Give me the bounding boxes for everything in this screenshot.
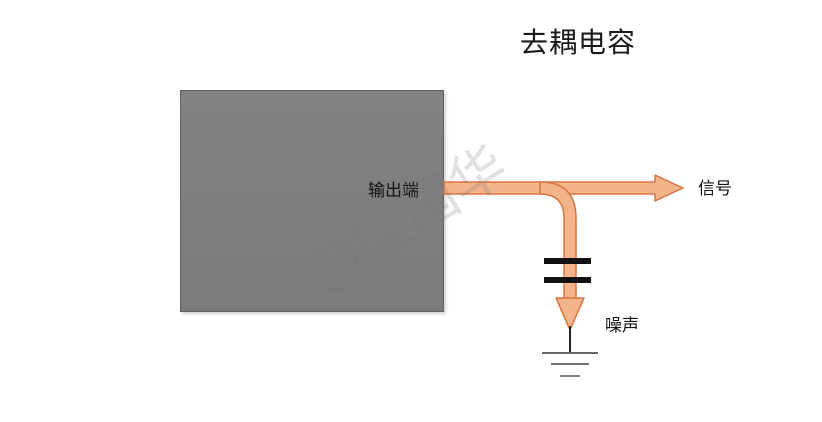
capacitor-plate-top <box>544 258 591 264</box>
noise-arrowhead <box>555 297 585 331</box>
noise-label: 噪声 <box>605 316 639 336</box>
ic-block <box>180 90 444 312</box>
signal-label: 信号 <box>698 179 732 199</box>
capacitor-plate-bottom <box>544 277 591 283</box>
diagram-title: 去耦电容 <box>520 26 637 59</box>
output-label: 输出端 <box>368 181 419 201</box>
